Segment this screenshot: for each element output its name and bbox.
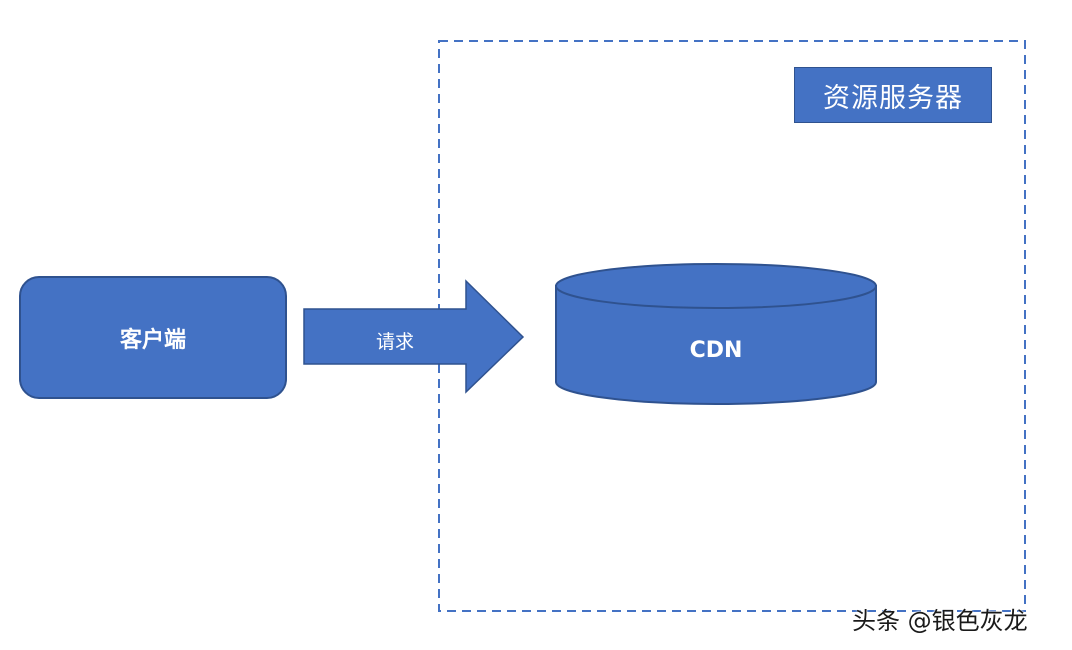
watermark-text: 头条 @银色灰龙 [852, 606, 1028, 635]
cdn-cylinder-body [555, 285, 877, 405]
request-arrow-label: 请求 [375, 330, 414, 353]
cdn-cylinder [555, 263, 877, 405]
cdn-label: CDN [689, 337, 743, 363]
client-node: 客户端 [19, 276, 287, 399]
request-arrow [303, 279, 525, 394]
cdn-cylinder-top [555, 263, 877, 309]
server-group-title: 资源服务器 [794, 67, 992, 123]
